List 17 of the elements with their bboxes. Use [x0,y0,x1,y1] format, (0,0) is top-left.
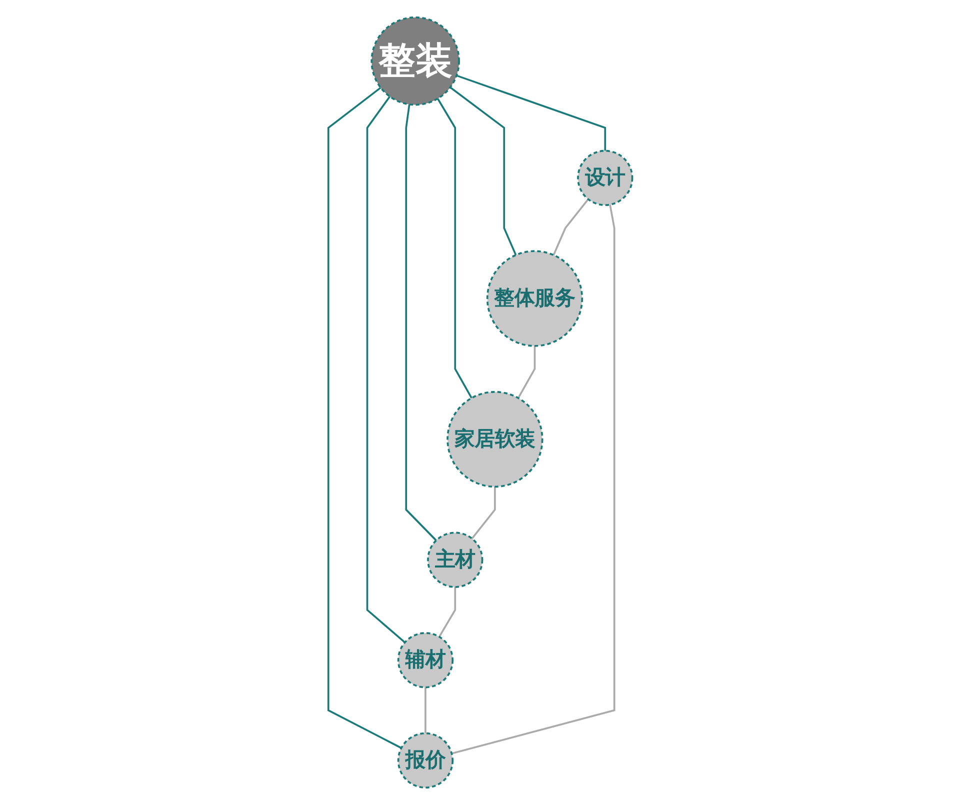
node-circle: 辅材 [397,632,454,688]
node-circle: 家居软装 [446,391,543,488]
connector [404,104,436,542]
connector [552,198,589,256]
node-circle: 设计 [576,150,633,206]
connector [456,74,606,151]
connector [517,346,536,398]
connector [327,86,402,749]
connector [424,687,426,734]
connector [449,86,516,256]
connector [470,486,496,540]
connector [436,98,472,398]
node-circle: 主材 [426,532,483,588]
connector [366,96,406,644]
node-circle: 整体服务 [486,250,583,347]
connector [451,204,615,754]
connector [438,587,456,638]
